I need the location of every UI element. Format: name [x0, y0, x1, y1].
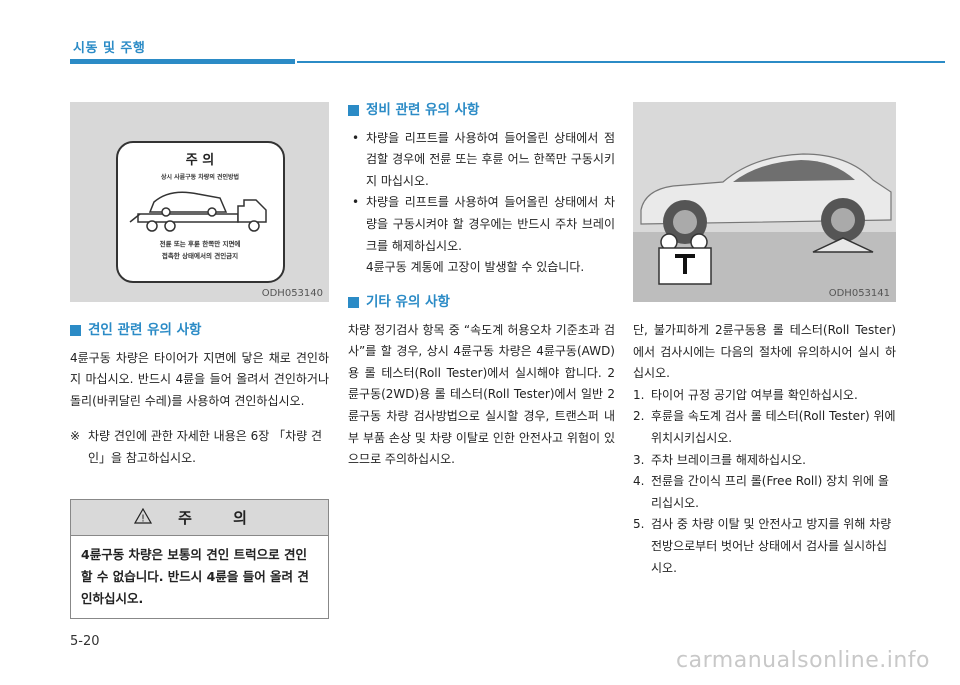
maintenance-list: •차량을 리프트를 사용하여 들어올린 상태에서 점검할 경우에 전륜 또는 후… [348, 128, 615, 279]
list-item: •차량을 리프트를 사용하여 들어올린 상태에서 차량을 구동시켜야 할 경우에… [352, 195, 615, 275]
tow-truck-icon [129, 191, 267, 232]
figure-label: ODH053140 [261, 288, 323, 299]
list-item: 2.후륜을 속도계 검사 롤 테스터(Roll Tester) 위에 위치시키십… [633, 409, 896, 445]
figure-label: ODH053141 [828, 288, 890, 299]
car-on-roll-tester-illustration [633, 102, 896, 302]
towing-section: 견인 관련 유의 사항 4륜구동 차량은 타이어가 지면에 닿은 채로 견인하지… [70, 320, 329, 470]
list-item: •차량을 리프트를 사용하여 들어올린 상태에서 점검할 경우에 전륜 또는 후… [352, 130, 615, 188]
towing-heading-text: 견인 관련 유의 사항 [88, 322, 202, 338]
sign-subtitle: 상시 사륜구동 차량의 견인방법 [161, 173, 239, 181]
other-body: 차량 정기검사 항목 중 “속도계 허용오차 기준초과 검사”를 할 경우, 상… [348, 322, 615, 467]
towing-heading: 견인 관련 유의 사항 [70, 320, 329, 342]
sign-caption-2: 접촉한 상태에서의 견인금지 [162, 251, 238, 260]
list-item: 4.전륜을 간이식 프리 롤(Free Roll) 장치 위에 올리십시오. [633, 474, 889, 510]
other-heading: 기타 유의 사항 [348, 292, 615, 314]
list-item: 1.타이어 규정 공기압 여부를 확인하십시오. [633, 387, 858, 402]
heading-marker [70, 325, 81, 337]
header-bar [70, 59, 295, 64]
roll-tester-section: 단, 불가피하게 2륜구동용 롤 테스터(Roll Tester) 에서 검사시… [633, 320, 896, 579]
caution-header: ! 주 의 [71, 500, 328, 536]
warning-mark: ! [141, 513, 145, 524]
maintenance-section: 정비 관련 유의 사항 •차량을 리프트를 사용하여 들어올린 상태에서 점검할… [348, 100, 615, 279]
figure-roll-tester: ODH053141 [633, 102, 896, 302]
other-heading-text: 기타 유의 사항 [366, 294, 450, 310]
towing-body: 4륜구동 차량은 타이어가 지면에 닿은 채로 견인하지 마십시오. 반드시 4… [70, 350, 329, 408]
maintenance-extra: 4륜구동 계통에 고장이 발생할 수 있습니다. [366, 260, 585, 275]
warning-triangle-icon: ! [134, 507, 153, 528]
heading-marker [348, 297, 359, 309]
figure-towing-sign: 주 의 상시 사륜구동 차량의 견인방법 전륜 또는 후륜 한쪽만 지면에 접촉… [70, 102, 329, 302]
procedure-list: 1.타이어 규정 공기압 여부를 확인하십시오. 2.후륜을 속도계 검사 롤 … [633, 385, 896, 579]
caution-box: ! 주 의 4륜구동 차량은 보통의 견인 트럭으로 견인할 수 없습니다. 반… [70, 499, 329, 619]
towing-sign-illustration: 주 의 상시 사륜구동 차량의 견인방법 전륜 또는 후륜 한쪽만 지면에 접촉… [116, 141, 285, 283]
section-title: 시동 및 주행 [73, 41, 146, 56]
caution-body: 4륜구동 차량은 보통의 견인 트럭으로 견인할 수 없습니다. 반드시 4륜을… [81, 547, 309, 606]
heading-marker [348, 105, 359, 117]
page-number: 5-20 [70, 634, 100, 649]
list-item: 3.주차 브레이크를 해제하십시오. [633, 452, 806, 467]
list-item: 5.검사 중 차량 이탈 및 안전사고 방지를 위해 차량 전방으로부터 벗어난… [633, 517, 892, 575]
towing-note-text: 차량 견인에 관한 자세한 내용은 6장 「차량 견인」을 참고하십시오. [88, 429, 323, 465]
sign-caption-1: 전륜 또는 후륜 한쪽만 지면에 [160, 239, 241, 248]
header-rule [297, 61, 945, 63]
maintenance-heading: 정비 관련 유의 사항 [348, 100, 615, 122]
sign-title: 주 의 [186, 152, 214, 168]
note-mark: ※ [70, 429, 81, 444]
maintenance-heading-text: 정비 관련 유의 사항 [366, 102, 480, 118]
col3-intro: 단, 불가피하게 2륜구동용 롤 테스터(Roll Tester) 에서 검사시… [633, 323, 896, 381]
watermark: carmanualsonline.info [676, 648, 930, 673]
caution-title: 주 의 [178, 509, 265, 527]
other-section: 기타 유의 사항 차량 정기검사 항목 중 “속도계 허용오차 기준초과 검사”… [348, 292, 615, 471]
towing-note: ※ 차량 견인에 관한 자세한 내용은 6장 「차량 견인」을 참고하십시오. [70, 426, 329, 469]
